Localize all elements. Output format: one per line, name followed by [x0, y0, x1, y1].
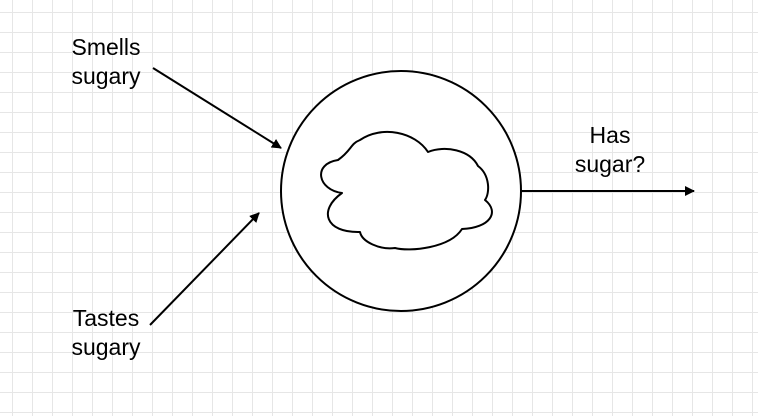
input-label-tastes-line-2: sugary: [71, 334, 141, 360]
input-label-smells: Smells sugary: [60, 33, 152, 91]
cloud-icon: [320, 130, 493, 251]
input-label-smells-line-2: sugary: [71, 63, 141, 89]
input-label-smells-line-1: Smells: [71, 34, 141, 60]
arrow-tastes-to-node: [149, 212, 260, 326]
output-label: Has sugar?: [560, 121, 660, 179]
input-label-tastes: Tastes sugary: [60, 304, 152, 362]
arrow-smells-to-node: [152, 67, 282, 149]
output-label-line-1: Has: [589, 122, 631, 148]
input-label-tastes-line-1: Tastes: [72, 305, 140, 331]
output-label-line-2: sugar?: [574, 151, 646, 177]
